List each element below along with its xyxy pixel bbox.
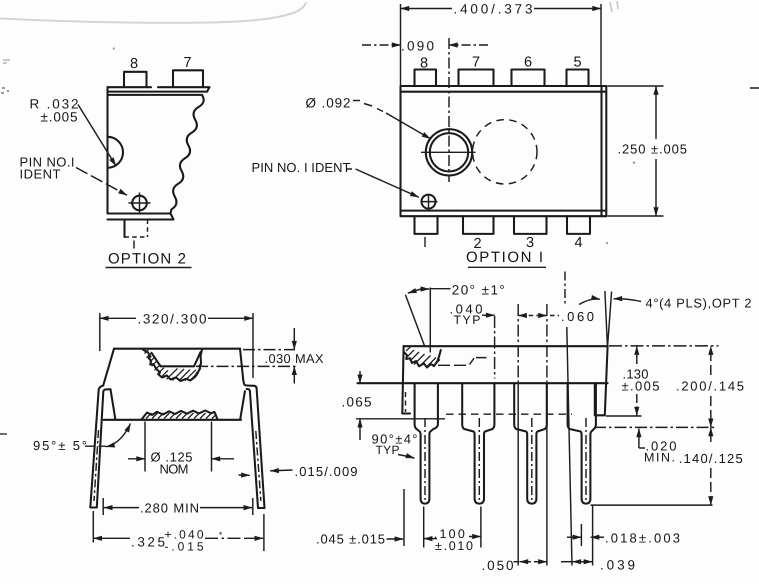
svg-text:.200/.145: .200/.145	[676, 379, 744, 394]
svg-text:±.005: ±.005	[622, 379, 660, 394]
svg-text:.320/.300: .320/.300	[138, 312, 207, 327]
svg-text:.045 ±.015: .045 ±.015	[316, 532, 385, 547]
svg-text:4°(4 PLS),OPT 2: 4°(4 PLS),OPT 2	[646, 296, 752, 311]
svg-text:IDENT: IDENT	[20, 167, 61, 182]
svg-text:.020: .020	[646, 439, 677, 454]
svg-text:R .032: R .032	[30, 97, 79, 112]
svg-text:OPTION I: OPTION I	[466, 249, 544, 266]
svg-text:7: 7	[183, 55, 191, 71]
svg-text:.100: .100	[434, 527, 465, 541]
svg-text:90°±4°: 90°±4°	[372, 432, 418, 447]
svg-text:PIN NO.I: PIN NO.I	[20, 155, 75, 170]
svg-text:.130: .130	[623, 367, 649, 382]
svg-text:8: 8	[420, 56, 428, 72]
svg-text:.280 MIN: .280 MIN	[140, 501, 199, 516]
svg-text:Ø .125: Ø .125	[151, 450, 193, 465]
svg-text:NOM: NOM	[160, 462, 189, 477]
svg-text:5: 5	[573, 55, 581, 71]
svg-text:4: 4	[574, 235, 582, 251]
svg-text:±.005: ±.005	[41, 110, 78, 125]
svg-text:.030 MAX: .030 MAX	[265, 351, 324, 366]
svg-text:.250 ±.005: .250 ±.005	[618, 142, 688, 157]
svg-text:.140/.125: .140/.125	[679, 451, 743, 466]
svg-text:±.010: ±.010	[435, 539, 473, 553]
svg-text:.065: .065	[342, 395, 372, 410]
svg-text:6: 6	[524, 55, 532, 71]
svg-text:.090: .090	[401, 39, 434, 54]
svg-text:TYP: TYP	[376, 443, 400, 457]
svg-text:8: 8	[130, 56, 138, 72]
svg-text:.015/.009: .015/.009	[295, 464, 358, 479]
svg-text:95°± 5°: 95°± 5°	[33, 438, 87, 453]
svg-text:TYP: TYP	[454, 313, 481, 327]
svg-text:7: 7	[472, 55, 480, 71]
svg-text:Ø .092: Ø .092	[306, 96, 351, 111]
svg-text:.400/.373: .400/.373	[454, 2, 533, 17]
svg-text:.325: .325	[131, 535, 165, 550]
svg-text:20° ±1°: 20° ±1°	[452, 283, 505, 298]
svg-text:3: 3	[526, 235, 534, 251]
svg-text:I: I	[423, 235, 427, 251]
svg-text:PIN NO. I IDENT: PIN NO. I IDENT	[252, 160, 351, 175]
svg-text:OPTION 2: OPTION 2	[108, 251, 187, 268]
svg-text:.018±.003: .018±.003	[605, 531, 680, 546]
svg-text:.050: .050	[482, 558, 514, 573]
svg-text:+.040: +.040	[165, 528, 204, 542]
svg-text:2: 2	[473, 236, 481, 252]
